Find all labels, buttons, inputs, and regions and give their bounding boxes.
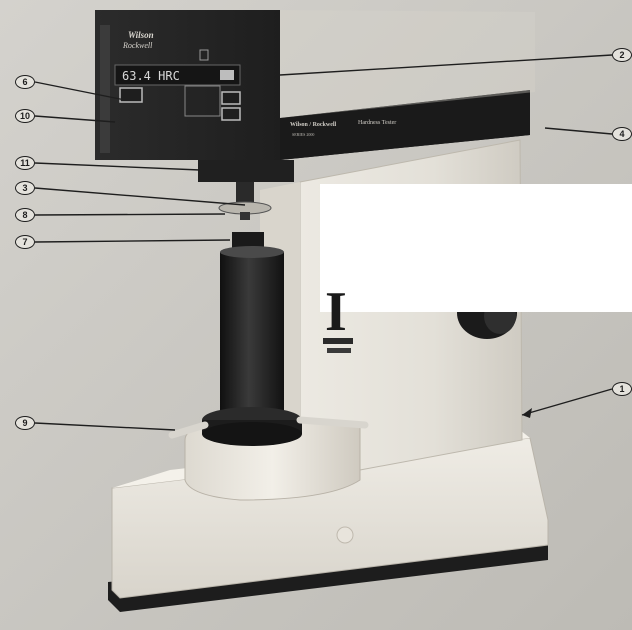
panel-button-frame bbox=[184, 85, 221, 117]
head-glare bbox=[280, 10, 535, 118]
panel-button-right-2 bbox=[221, 107, 241, 121]
big-letter-label: I bbox=[325, 281, 347, 343]
leader-2 bbox=[279, 54, 613, 76]
brand-wordmark-2: Rockwell bbox=[122, 41, 153, 50]
leader-10 bbox=[34, 115, 116, 123]
panel-side-strip bbox=[100, 25, 110, 153]
wheel-handle-left bbox=[168, 421, 209, 439]
leader-9 bbox=[34, 422, 176, 431]
callout-leaders bbox=[34, 54, 613, 431]
wheel-handle-right bbox=[296, 416, 369, 429]
nameplate-product: Hardness Tester bbox=[358, 120, 396, 126]
hand-wheel-bottom bbox=[202, 422, 302, 446]
callout-4: 4 bbox=[612, 127, 632, 141]
panel-small-icon bbox=[199, 49, 209, 61]
leader-7 bbox=[34, 239, 231, 243]
panel-button-right-1 bbox=[221, 91, 241, 105]
base-shadow bbox=[108, 542, 548, 612]
callout-11: 11 bbox=[15, 156, 35, 170]
callout-8: 8 bbox=[15, 208, 35, 222]
panel-button-left bbox=[119, 87, 143, 103]
nameplate-series: SERIES 2000 bbox=[292, 132, 314, 137]
leader-1 bbox=[521, 388, 613, 416]
display-reading: 63.4 HRC bbox=[122, 69, 180, 83]
brand-wordmark-1: Wilson bbox=[128, 30, 154, 40]
callout-2: 2 bbox=[612, 48, 632, 62]
screw-top-ring bbox=[220, 246, 284, 258]
base-knob bbox=[336, 526, 354, 544]
indenter-tip bbox=[240, 212, 250, 220]
display-indicator bbox=[220, 70, 234, 80]
callout-3: 3 bbox=[15, 181, 35, 195]
elevating-screw bbox=[220, 252, 284, 427]
callout-6: 6 bbox=[15, 75, 35, 89]
display-window bbox=[114, 64, 241, 86]
callout-10: 10 bbox=[15, 109, 35, 123]
indenter-holder bbox=[236, 182, 254, 202]
callout-1: 1 bbox=[612, 382, 632, 396]
nameplate-brand: Wilson / Rockwell bbox=[290, 122, 337, 128]
head-arm bbox=[280, 90, 530, 160]
leader-8 bbox=[34, 213, 226, 216]
callout-9: 9 bbox=[15, 416, 35, 430]
spindle-nose bbox=[198, 160, 294, 182]
column-label-2 bbox=[327, 348, 351, 353]
leader-3 bbox=[34, 187, 246, 206]
redaction-block-left bbox=[320, 290, 380, 312]
arrowhead-1 bbox=[522, 408, 532, 418]
leader-4 bbox=[544, 127, 613, 135]
column-label-1 bbox=[323, 338, 353, 344]
leader-11 bbox=[34, 162, 201, 171]
leader-6 bbox=[34, 81, 126, 101]
callout-7: 7 bbox=[15, 235, 35, 249]
